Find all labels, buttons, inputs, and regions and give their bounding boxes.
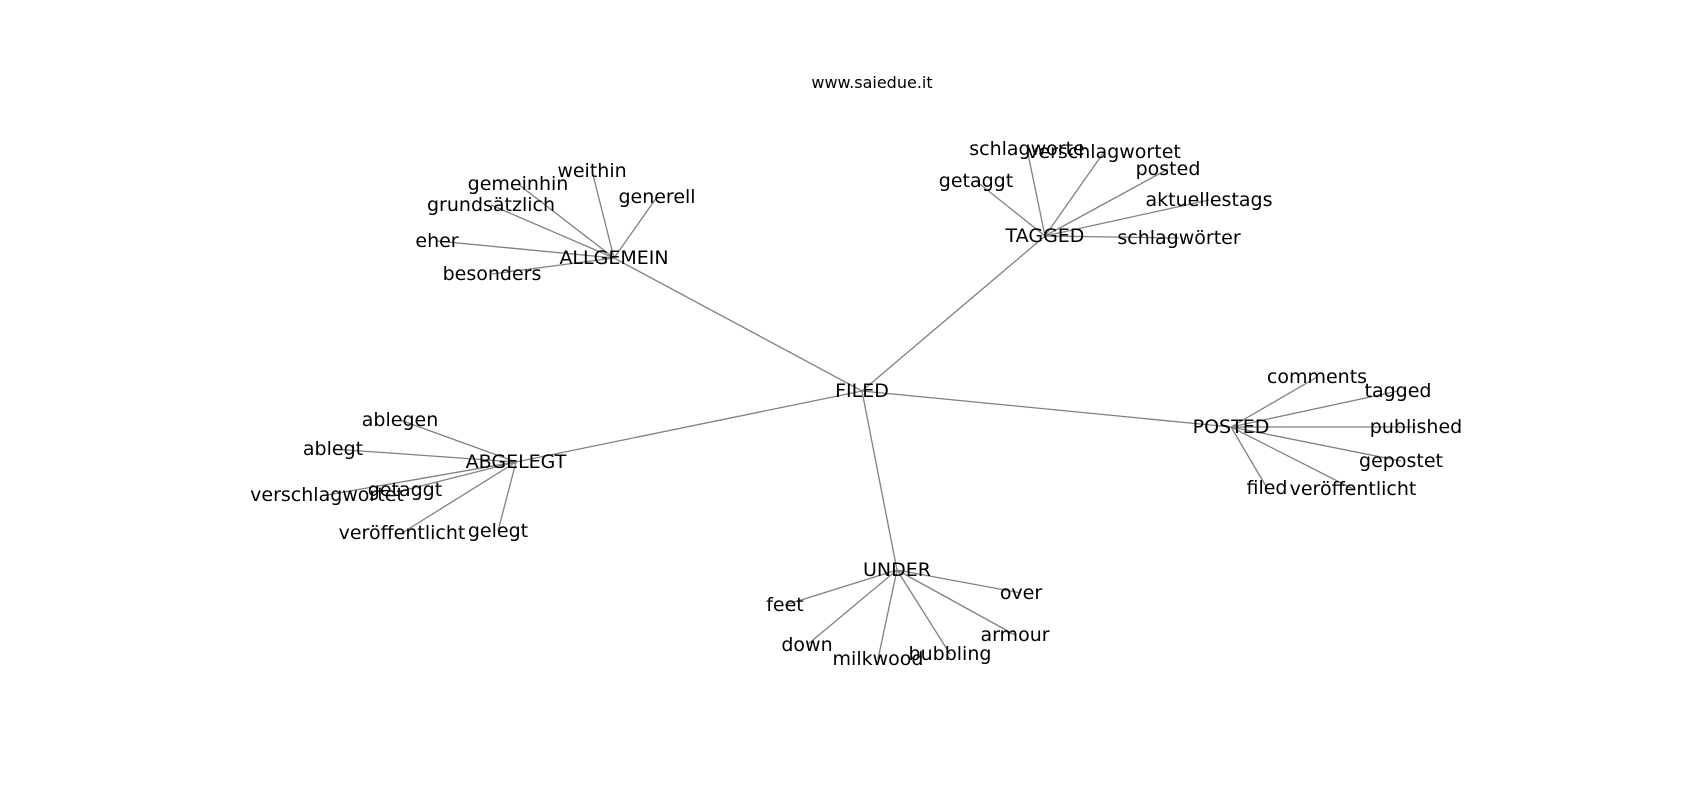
edge-center-allgemein — [613, 257, 863, 392]
leaf-node: grundsätzlich — [427, 194, 555, 216]
edge-center-posted — [861, 390, 1232, 428]
edge-allgemein-leaf-1 — [517, 183, 615, 259]
leaf-node: armour — [980, 624, 1049, 646]
edge-abgelegt-leaf-1 — [332, 448, 517, 463]
leaf-node: over — [1000, 582, 1043, 604]
leaf-node: down — [781, 634, 832, 656]
leaf-node: gepostet — [1359, 450, 1443, 472]
edge-tagged-leaf-1 — [1044, 151, 1105, 237]
edge-tagged-leaf-2 — [975, 180, 1046, 237]
leaf-node: veröffentlicht — [339, 522, 466, 544]
edge-under-leaf-5 — [877, 569, 898, 660]
hub-node-posted: POSTED — [1193, 416, 1270, 438]
leaf-node: bubbling — [909, 643, 992, 665]
edge-posted-leaf-5 — [1230, 426, 1354, 490]
leaf-node: filed — [1247, 477, 1288, 499]
edge-allgemein-leaf-0 — [591, 170, 615, 259]
edge-center-abgelegt — [515, 390, 863, 463]
hub-node-tagged: TAGGED — [1005, 225, 1085, 247]
edge-abgelegt-leaf-5 — [401, 461, 517, 534]
edge-abgelegt-leaf-2 — [404, 461, 517, 491]
leaf-node: ablegen — [362, 409, 438, 431]
leaf-node: besonders — [443, 263, 542, 285]
leaf-node: generell — [618, 186, 695, 208]
edge-posted-leaf-4 — [1230, 426, 1268, 489]
edge-under-leaf-0 — [896, 569, 1022, 594]
edge-posted-leaf-3 — [1230, 426, 1402, 462]
leaf-node: weithin — [557, 160, 626, 182]
leaf-node: schlagworte — [969, 138, 1084, 160]
leaf-node: verschlagwortet — [250, 484, 404, 506]
edge-under-leaf-2 — [896, 569, 1016, 636]
leaf-node: schlagwörter — [1117, 227, 1240, 249]
leaf-node: eher — [415, 230, 458, 252]
edge-under-leaf-4 — [896, 569, 951, 655]
hub-node-under: UNDER — [863, 559, 931, 581]
edge-allgemein-leaf-2 — [613, 196, 658, 259]
leaf-node: aktuellestags — [1145, 189, 1272, 211]
edge-tagged-leaf-5 — [1044, 235, 1180, 239]
leaf-node: getaggt — [939, 170, 1013, 192]
leaf-node: verschlagwortet — [1027, 141, 1181, 163]
edge-center-tagged — [861, 235, 1046, 392]
edge-tagged-leaf-4 — [1044, 199, 1210, 237]
edge-under-leaf-1 — [784, 569, 898, 606]
hub-node-abgelegt: ABGELEGT — [466, 451, 567, 473]
leaf-node: gelegt — [468, 520, 528, 542]
leaf-node: getaggt — [368, 479, 442, 501]
edge-abgelegt-leaf-4 — [497, 461, 517, 532]
edge-abgelegt-leaf-3 — [326, 461, 517, 496]
edges-layer — [326, 148, 1416, 660]
leaf-node: tagged — [1365, 380, 1432, 402]
diagram-caption: www.saiedue.it — [811, 73, 932, 92]
edge-allgemein-leaf-4 — [436, 240, 615, 259]
leaf-node: ablegt — [303, 438, 363, 460]
edge-under-leaf-3 — [806, 569, 898, 646]
leaf-node: comments — [1267, 366, 1367, 388]
edge-allgemein-leaf-5 — [491, 257, 615, 275]
leaf-node: milkwood — [833, 648, 924, 670]
edge-allgemein-leaf-3 — [490, 204, 615, 259]
hub-node-allgemein: ALLGEMEIN — [559, 247, 668, 269]
leaf-node: veröffentlicht — [1290, 478, 1417, 500]
edge-posted-leaf-0 — [1230, 376, 1318, 428]
edge-abgelegt-leaf-0 — [399, 419, 517, 463]
leaf-node: feet — [766, 594, 804, 616]
leaf-node: gemeinhin — [468, 173, 569, 195]
edge-tagged-leaf-3 — [1044, 168, 1169, 237]
leaf-node: posted — [1136, 158, 1201, 180]
leaf-node: published — [1370, 416, 1462, 438]
edge-tagged-leaf-0 — [1026, 148, 1046, 237]
center-node: FILED — [835, 380, 889, 402]
edge-center-under — [861, 390, 898, 571]
edge-posted-leaf-1 — [1230, 390, 1399, 428]
